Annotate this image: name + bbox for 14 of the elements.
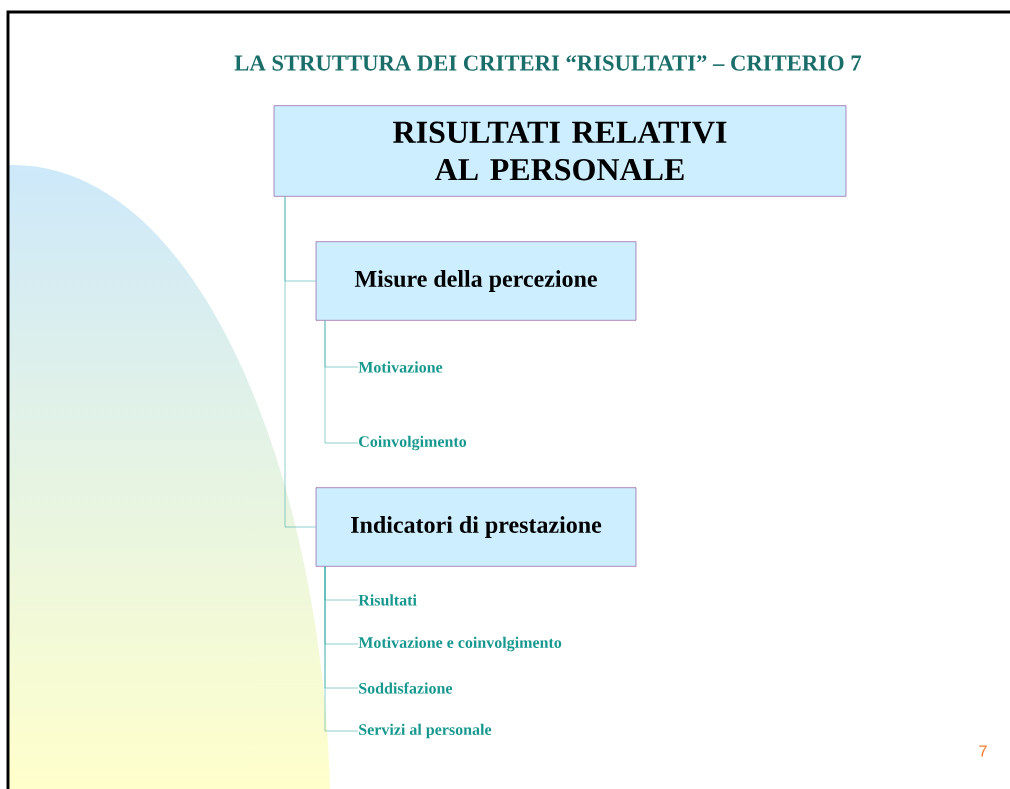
connector-line [284, 196, 316, 528]
connector-line [324, 566, 359, 732]
item-label: Coinvolgimento [359, 435, 467, 451]
connector-line [324, 320, 359, 444]
item-label: Soddisfazione [359, 682, 453, 694]
item-label: Risultati [358, 594, 417, 606]
title-box: RISULTATI RELATIVI AL PERSONALE [273, 105, 847, 197]
category-box: Misure della percezione [315, 241, 637, 321]
title: LA STRUTTURA DEI CRITERI “RISULTATI” – CRITERIO 7 [234, 55, 862, 71]
category-box: Indicatori di prestazione [315, 487, 637, 567]
item-label: Motivazione e coinvolgimento [358, 636, 562, 652]
item-label: Motivazione [358, 361, 443, 373]
item-label: Servizi al personale [359, 723, 492, 739]
page-number: 7 [979, 745, 987, 757]
